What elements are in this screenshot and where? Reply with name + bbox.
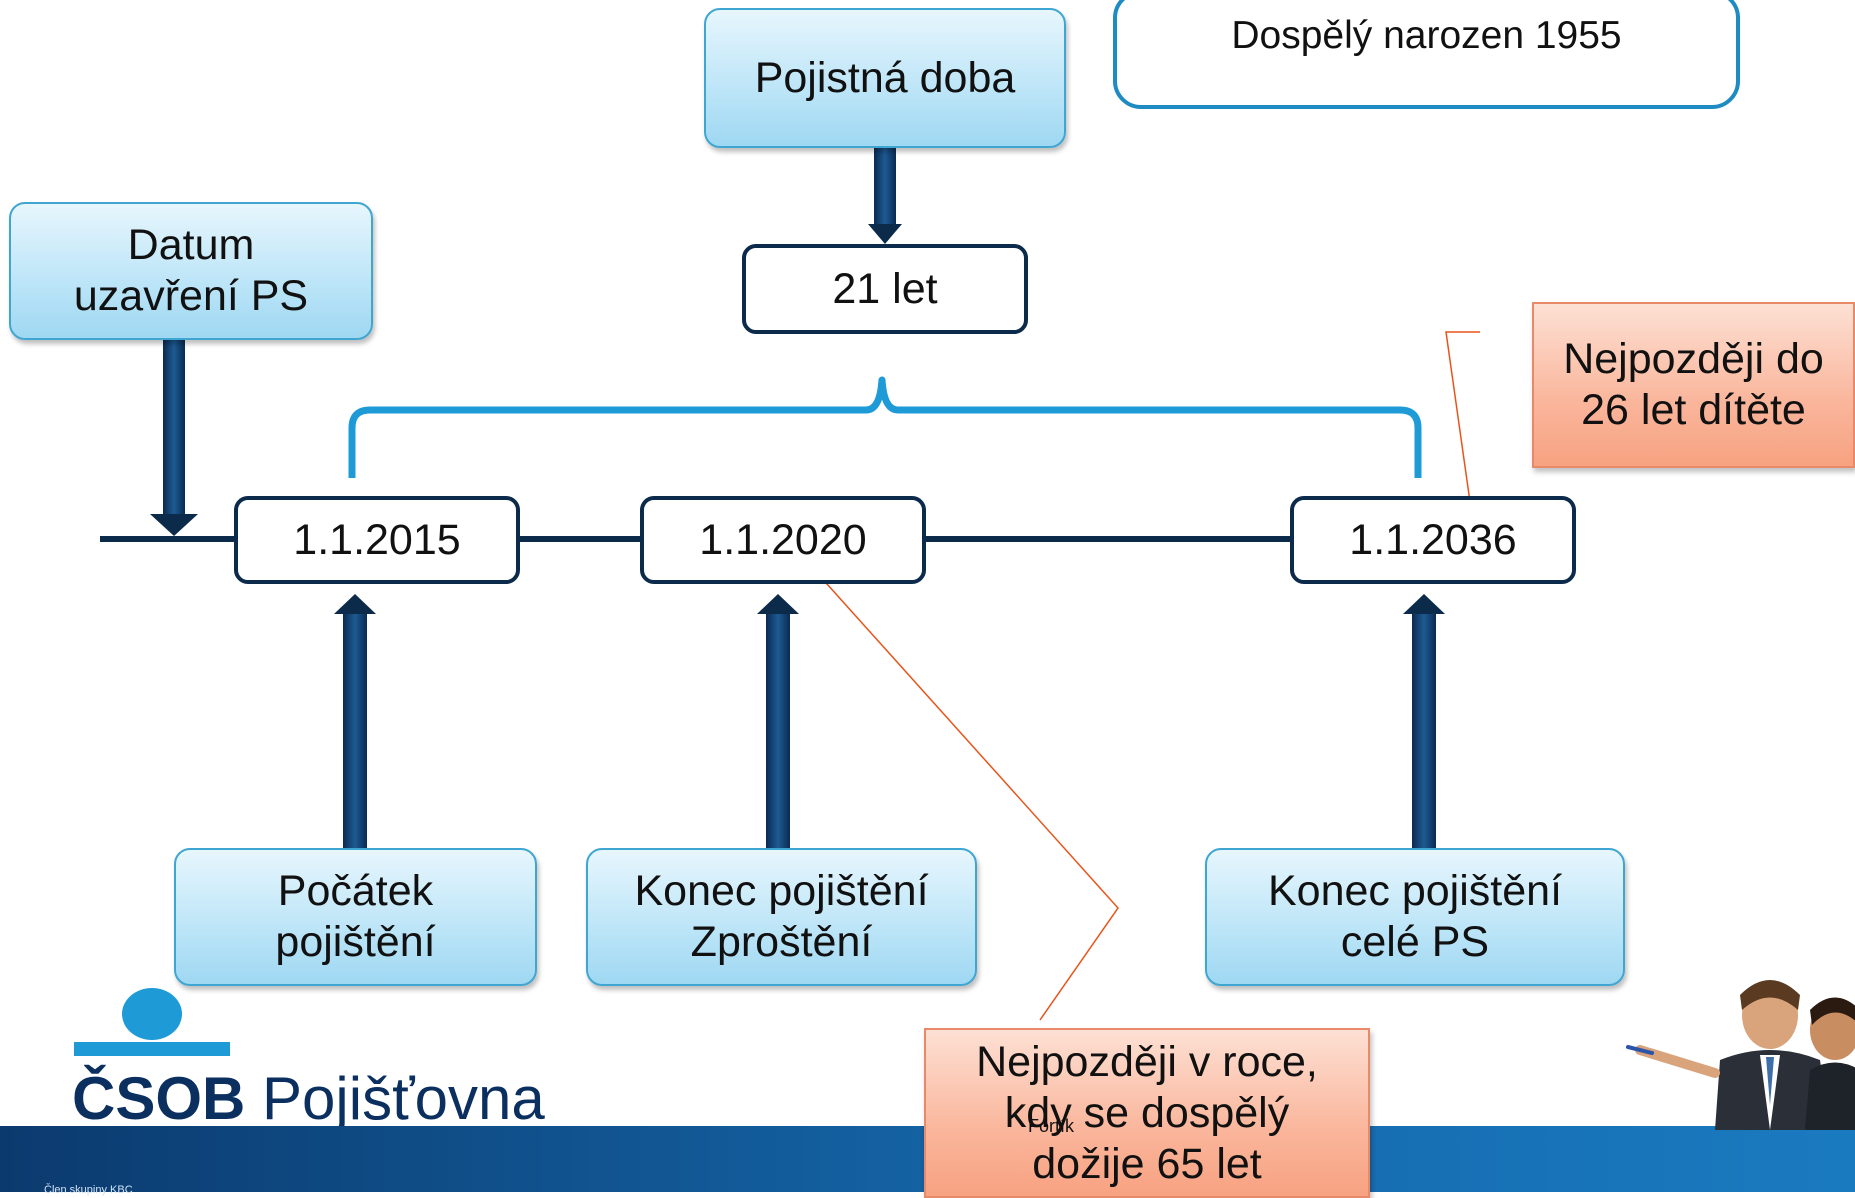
deadline-adult-65-box: Nejpozději v roce, kdy se dospělý dožije… [924,1028,1370,1198]
insurance-start-label: Počátek pojištění [275,867,436,966]
footer-member-text: Člen skupiny KBC [44,1184,133,1196]
logo-name: Pojišťovna [262,1065,545,1132]
arrow-down-duration [868,146,902,244]
duration-box: 21 let [742,244,1028,334]
arrow-up-2020 [757,594,799,850]
deadline-adult-65-label: Nejpozději v roce, kdy se dospělý dožije… [976,1037,1318,1188]
insurance-period-box: Pojistná doba [704,8,1066,148]
leader-line-26 [1445,331,1480,517]
deadline-child-26-label: Nejpozději do 26 let dítěte [1563,335,1824,434]
footer-label: Fortík [1028,1116,1075,1136]
birth-year-text: Dospělý narozen 1955 [1231,14,1622,57]
duration-brace [348,376,1422,478]
insurance-start-box: Počátek pojištění [174,848,537,986]
date-2020-value: 1.1.2020 [699,515,867,564]
leader-line-65 [817,573,1119,1021]
date-2020-box: 1.1.2020 [640,496,926,584]
date-2015-box: 1.1.2015 [234,496,520,584]
insurance-period-label: Pojistná doba [754,53,1016,102]
logo-brand: ČSOB [72,1065,246,1132]
deadline-child-26-box: Nejpozději do 26 let dítěte [1532,302,1855,468]
arrow-up-2015 [334,594,376,850]
logo-mark-icon [74,988,230,1056]
csob-logo: ČSOB Pojišťovna [72,986,545,1136]
date-2036-value: 1.1.2036 [1349,515,1517,564]
insurance-end-full-box: Konec pojištění celé PS [1205,848,1625,986]
insurance-end-waiver-label: Konec pojištění Zproštění [634,867,929,966]
date-2015-value: 1.1.2015 [293,515,461,564]
arrow-up-2036 [1403,594,1445,850]
contract-date-label: Datum uzavření PS [73,221,309,320]
logo-text: ČSOB Pojišťovna [72,1064,545,1133]
arrow-down-datum [150,339,198,536]
duration-value: 21 let [832,264,938,313]
contract-date-box: Datum uzavření PS [9,202,373,340]
insurance-end-full-label: Konec pojištění celé PS [1267,867,1563,966]
insurance-end-waiver-box: Konec pojištění Zproštění [586,848,977,986]
business-people-photo [1626,980,1855,1130]
birth-year-callout: Dospělý narozen 1955 [1113,0,1740,109]
date-2036-box: 1.1.2036 [1290,496,1576,584]
